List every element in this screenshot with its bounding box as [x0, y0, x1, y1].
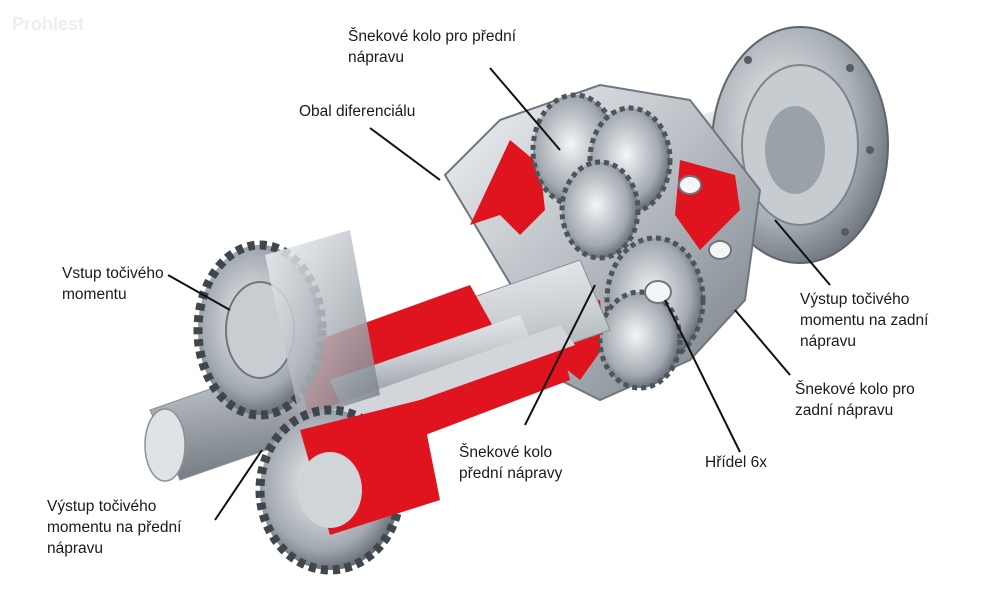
leader-lines [167, 67, 831, 521]
label-torque-input: Vstup točivého momentu [62, 265, 164, 303]
label-front-axle-worm-wheel: Šnekové kolo přední nápravy [459, 444, 563, 482]
label-differential-housing: Obal diferenciálu [299, 103, 416, 120]
front-output-gear [255, 400, 440, 575]
watermark: Prohlest [12, 14, 85, 34]
label-shaft: Hřídel 6x [705, 454, 768, 471]
label-front-worm-wheel: Šnekové kolo pro přední nápravu [348, 28, 517, 66]
gear-cluster [530, 92, 732, 391]
label-front-axle-output: Výstup točivého momentu na přední náprav… [47, 498, 182, 557]
label-rear-worm-wheel: Šnekové kolo pro zadní nápravu [795, 381, 915, 419]
torque-input-gear [193, 230, 380, 420]
label-rear-axle-output: Výstup točivého momentu na zadní nápravu [800, 291, 929, 350]
